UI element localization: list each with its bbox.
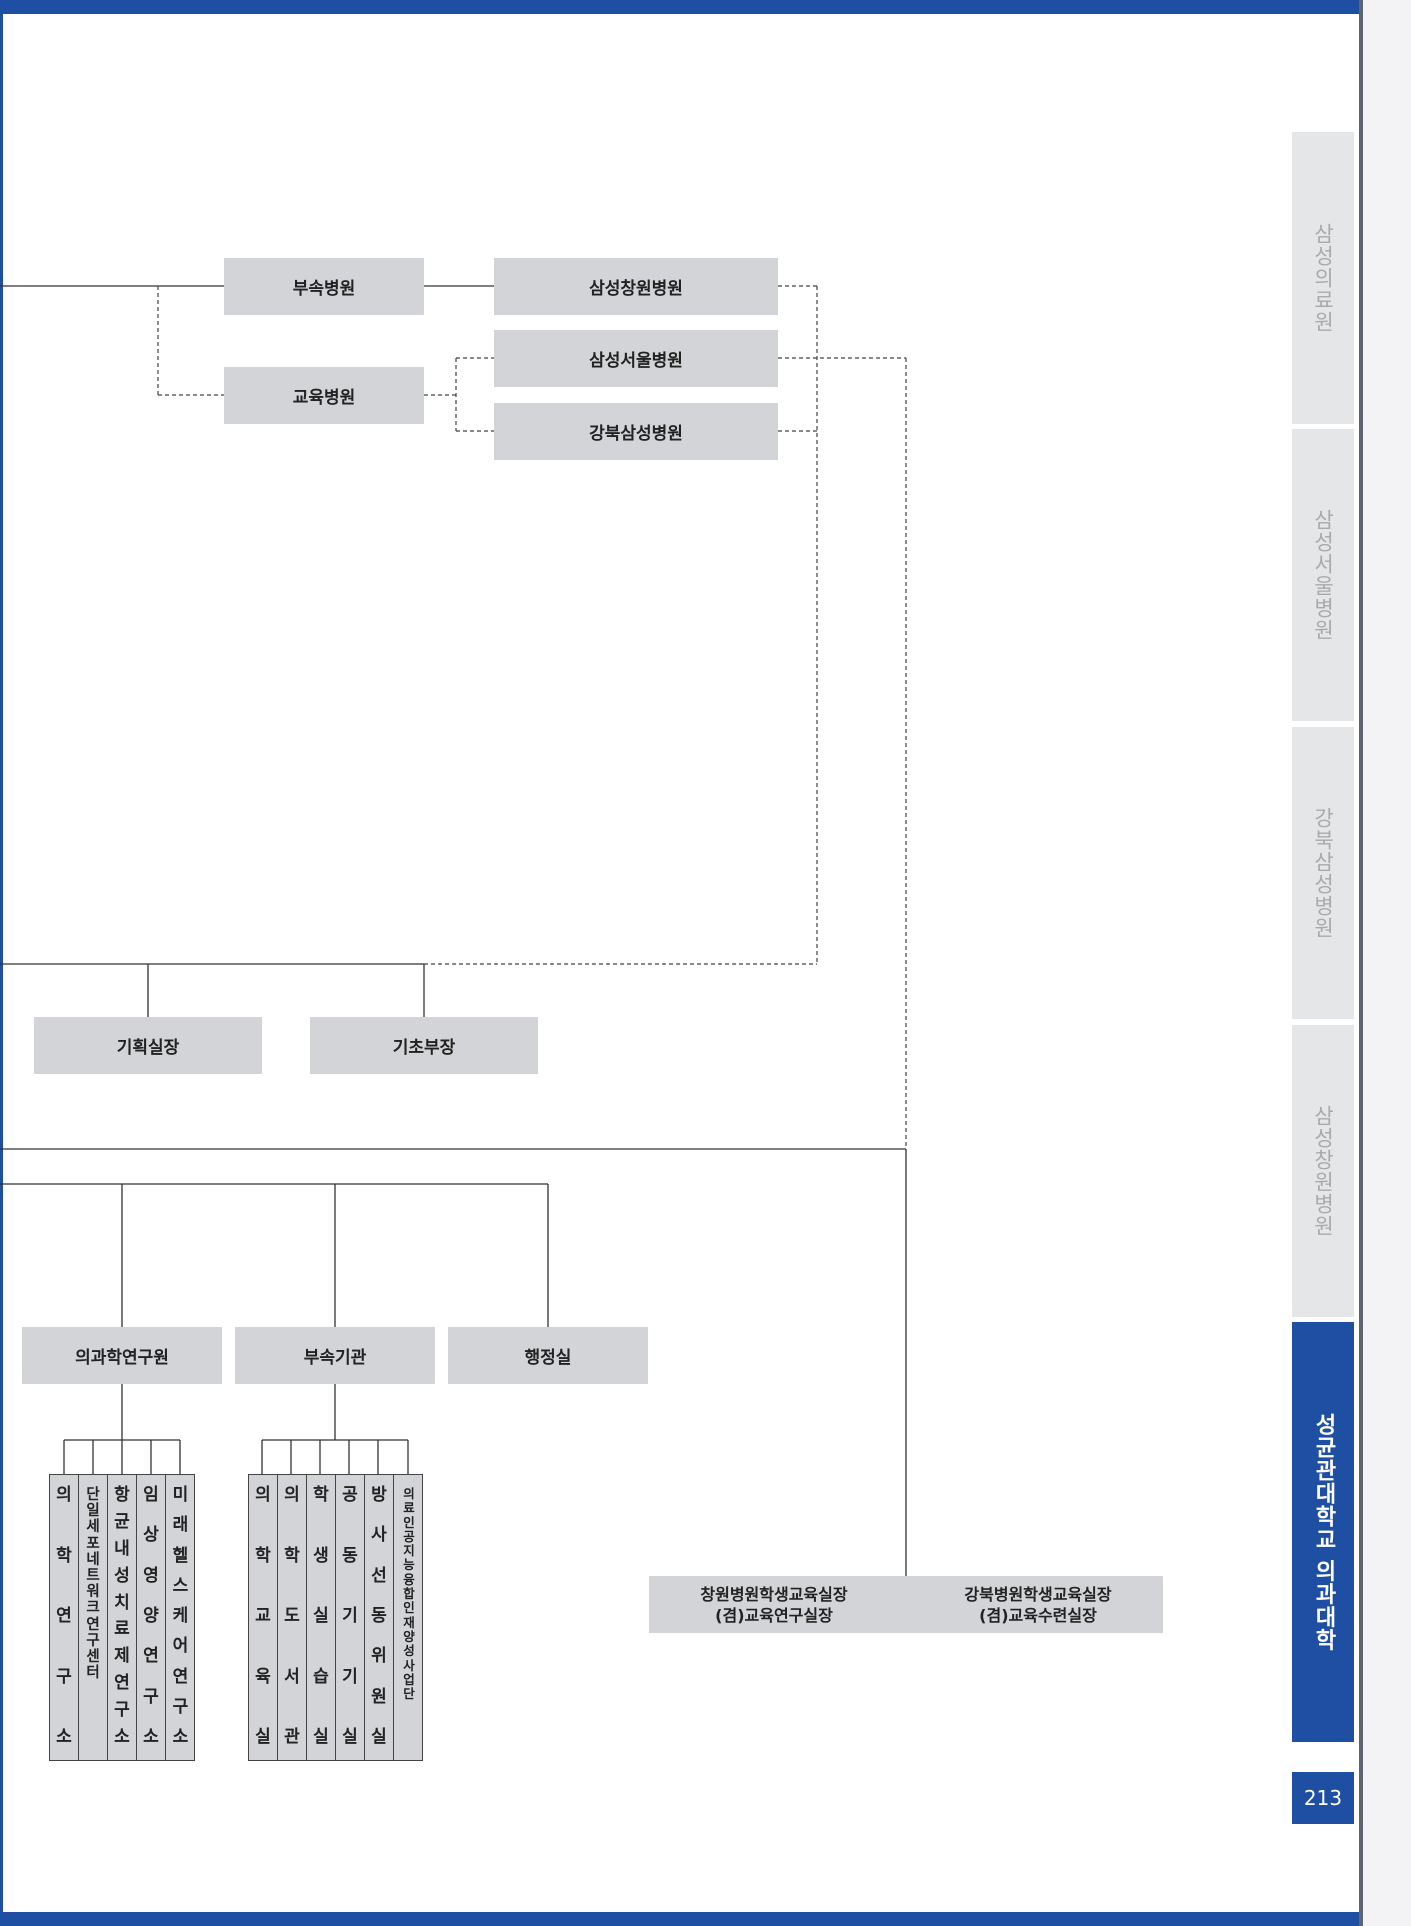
bottom-border-bar	[0, 1912, 1361, 1926]
tab-samsung-medical-center[interactable]: 삼성의료원	[1292, 132, 1354, 424]
kangbuk-samsung-hospital-box: 강북삼성병원	[494, 403, 778, 460]
kangbuk-education-office: 강북병원학생교육실장 (겸)교육수련실장	[964, 1584, 1112, 1625]
samsung-changwon-hospital-box: 삼성창원병원	[494, 258, 778, 315]
tab-kangbuk-samsung-hospital[interactable]: 강북삼성병원	[1292, 727, 1354, 1019]
tab-skku-school-of-medicine[interactable]: 성균관대학교 의과대학	[1292, 1322, 1354, 1742]
basic-department-box: 기초부장	[310, 1017, 538, 1074]
affiliated-hospital-box: 부속병원	[224, 258, 424, 315]
changwon-education-office: 창원병원학생교육실장 (겸)교육연구실장	[700, 1584, 848, 1625]
teaching-hospital-box: 교육병원	[224, 367, 424, 424]
student-education-offices-box: 창원병원학생교육실장 (겸)교육연구실장 강북병원학생교육실장 (겸)교육수련실…	[649, 1576, 1163, 1633]
samsung-seoul-hospital-box: 삼성서울병원	[494, 330, 778, 387]
page-number: 213	[1292, 1772, 1354, 1824]
left-border-bar	[0, 14, 3, 1912]
planning-office-box: 기획실장	[34, 1017, 262, 1074]
tab-samsung-seoul-hospital[interactable]: 삼성서울병원	[1292, 429, 1354, 721]
administration-office-box: 행정실	[448, 1327, 648, 1384]
tab-samsung-changwon-hospital[interactable]: 삼성창원병원	[1292, 1025, 1354, 1317]
page-edge-shadow	[1359, 0, 1363, 1926]
medical-science-institute-box: 의과학연구원	[22, 1327, 222, 1384]
affiliated-institutions-box: 부속기관	[235, 1327, 435, 1384]
top-border-bar	[0, 0, 1361, 14]
